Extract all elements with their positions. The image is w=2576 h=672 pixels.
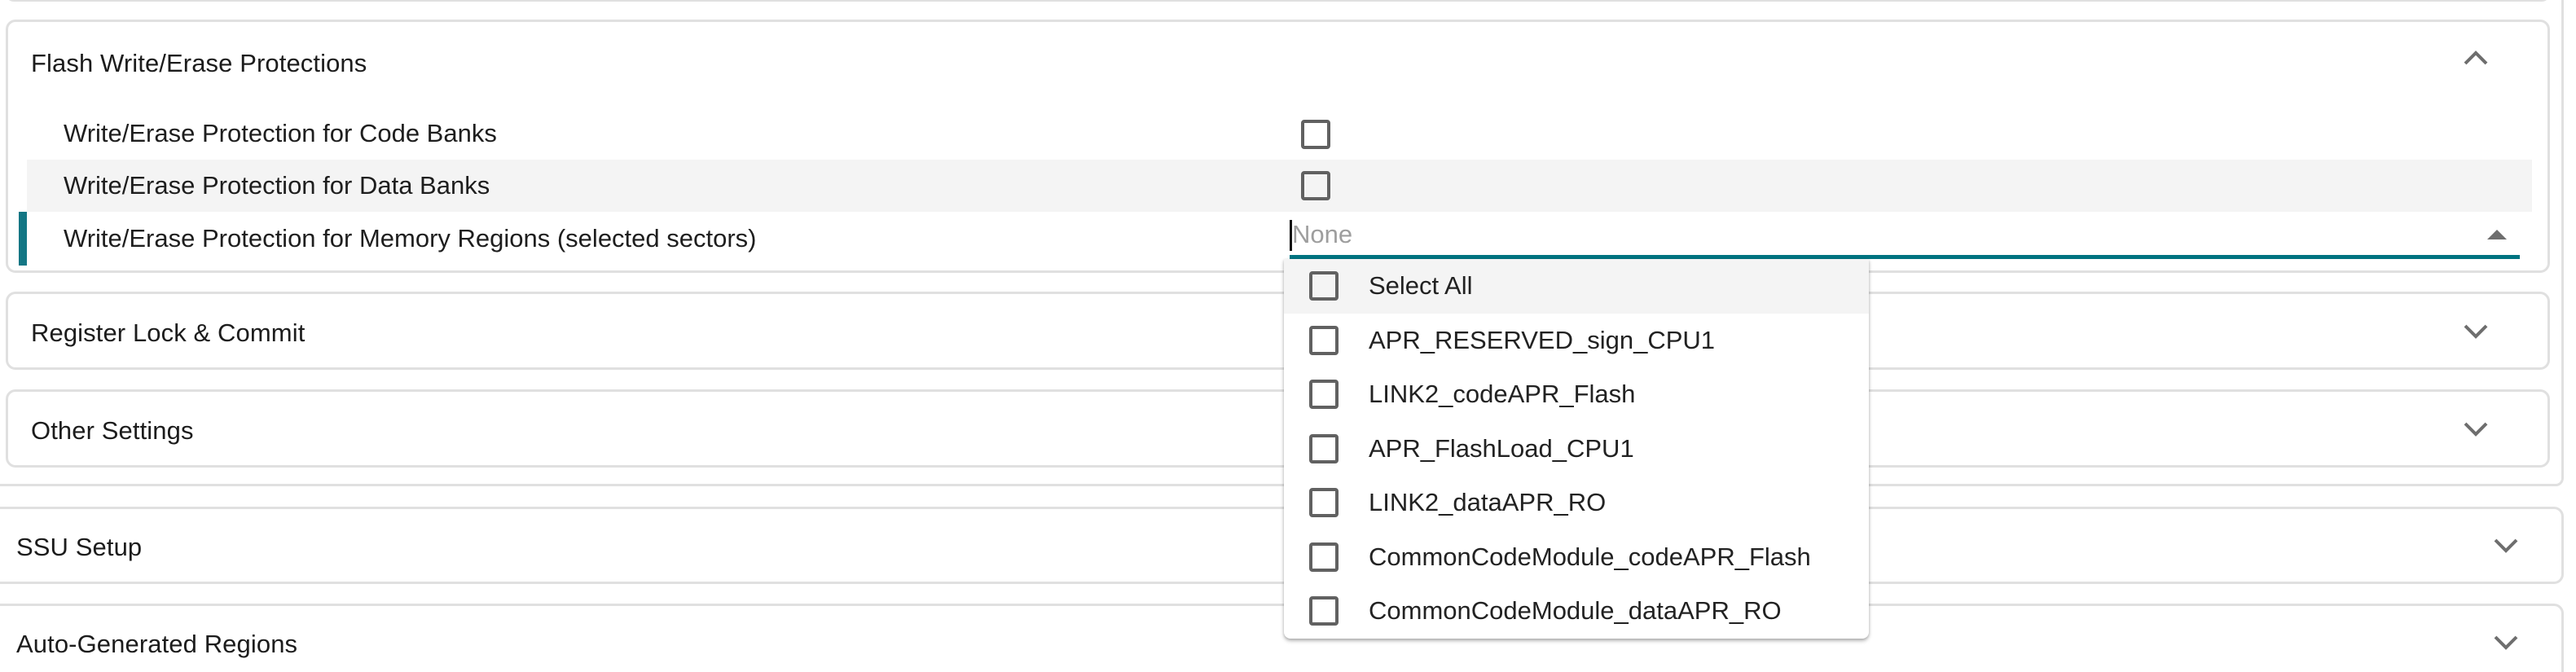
row-code-banks: Write/Erase Protection for Code Banks xyxy=(27,108,2532,160)
row-label: Write/Erase Protection for Data Banks xyxy=(64,171,490,200)
option-label: LINK2_codeAPR_Flash xyxy=(1369,380,1636,409)
register-lock-section[interactable] xyxy=(6,292,2550,370)
option-checkbox[interactable] xyxy=(1309,325,1339,355)
option-commoncodemodule-dataapr-ro[interactable]: CommonCodeModule_dataAPR_RO xyxy=(1284,584,1869,639)
option-checkbox[interactable] xyxy=(1309,380,1339,409)
option-checkbox[interactable] xyxy=(1309,596,1339,626)
option-label: Select All xyxy=(1369,271,1473,301)
row-memory-regions: Write/Erase Protection for Memory Region… xyxy=(27,212,2532,266)
code-banks-checkbox[interactable] xyxy=(1301,120,1330,149)
row-label: Write/Erase Protection for Memory Region… xyxy=(64,224,757,253)
chevron-down-icon[interactable] xyxy=(2492,537,2520,555)
option-checkbox[interactable] xyxy=(1309,542,1339,572)
row-label: Write/Erase Protection for Code Banks xyxy=(64,119,497,147)
other-settings-title[interactable]: Other Settings xyxy=(31,416,194,445)
option-checkbox[interactable] xyxy=(1309,433,1339,463)
select-placeholder: None xyxy=(1292,220,1353,248)
option-label: CommonCodeModule_codeAPR_Flash xyxy=(1369,542,1811,571)
auto-generated-regions-title[interactable]: Auto-Generated Regions xyxy=(16,630,298,658)
option-link2-codeapr-flash[interactable]: LINK2_codeAPR_Flash xyxy=(1284,367,1869,422)
text-cursor xyxy=(1290,220,1292,251)
option-label: LINK2_dataAPR_RO xyxy=(1369,488,1607,517)
option-apr-flashload-cpu1[interactable]: APR_FlashLoad_CPU1 xyxy=(1284,422,1869,477)
chevron-down-icon[interactable] xyxy=(2492,634,2520,652)
option-label: APR_RESERVED_sign_CPU1 xyxy=(1369,325,1716,354)
row-data-banks: Write/Erase Protection for Data Banks xyxy=(27,160,2532,212)
option-link2-dataapr-ro[interactable]: LINK2_dataAPR_RO xyxy=(1284,476,1869,530)
chevron-up-icon[interactable] xyxy=(2462,49,2490,67)
chevron-down-icon[interactable] xyxy=(2462,420,2490,438)
chevron-down-icon[interactable] xyxy=(2462,323,2490,340)
data-banks-checkbox[interactable] xyxy=(1301,171,1330,200)
auto-generated-regions-section[interactable] xyxy=(0,604,2564,672)
select-underline xyxy=(1290,255,2520,259)
flash-protections-section xyxy=(6,20,2550,273)
option-commoncodemodule-codeapr-flash[interactable]: CommonCodeModule_codeAPR_Flash xyxy=(1284,530,1869,585)
option-label: APR_FlashLoad_CPU1 xyxy=(1369,433,1634,463)
register-lock-title[interactable]: Register Lock & Commit xyxy=(31,318,306,347)
active-row-indicator xyxy=(19,212,27,266)
option-apr-reserved-sign-cpu1[interactable]: APR_RESERVED_sign_CPU1 xyxy=(1284,314,1869,368)
caret-up-icon[interactable] xyxy=(2487,230,2507,239)
ssu-setup-section[interactable] xyxy=(0,507,2564,584)
memory-regions-select[interactable]: None xyxy=(1290,213,2520,259)
flash-protections-title[interactable]: Flash Write/Erase Protections xyxy=(31,49,367,77)
memory-regions-dropdown: Select All APR_RESERVED_sign_CPU1 LINK2_… xyxy=(1284,259,1869,639)
option-checkbox[interactable] xyxy=(1309,488,1339,517)
option-label: CommonCodeModule_dataAPR_RO xyxy=(1369,596,1782,626)
option-select-all[interactable]: Select All xyxy=(1284,259,1869,314)
ssu-setup-title[interactable]: SSU Setup xyxy=(16,533,143,561)
previous-section-card xyxy=(6,0,2550,2)
other-settings-section[interactable] xyxy=(6,389,2550,468)
option-checkbox[interactable] xyxy=(1309,271,1339,301)
